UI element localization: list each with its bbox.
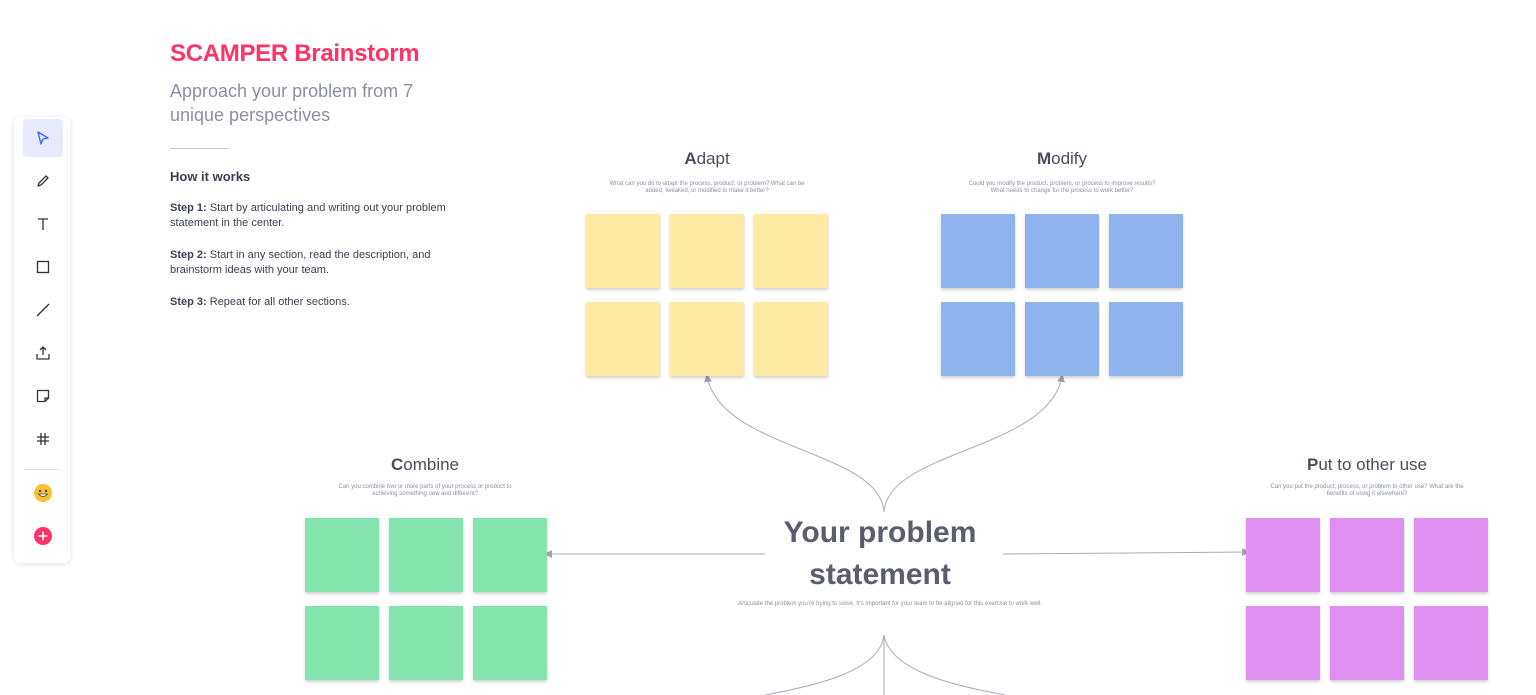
title-rest: ut to other use — [1318, 455, 1428, 474]
adapt-description: What can you do to adapt the process, pr… — [609, 181, 805, 194]
combine-sticky-note-4[interactable] — [305, 606, 379, 680]
adapt-title: Adapt — [607, 149, 807, 169]
modify-sticky-note-5[interactable] — [1025, 302, 1099, 376]
title-initial: A — [684, 149, 697, 168]
modify-sticky-note-6[interactable] — [1109, 302, 1183, 376]
title-rest: odify — [1051, 149, 1088, 168]
put-sticky-note-4[interactable] — [1246, 606, 1320, 680]
put-to-other-use-description: Can you put the product, process, or pro… — [1270, 484, 1464, 497]
board-subtitle: Approach your problem from 7 unique pers… — [170, 81, 414, 125]
sticky-note-tool-button[interactable] — [23, 377, 63, 415]
intro-divider — [170, 148, 229, 149]
title-rest: ombine — [403, 455, 460, 474]
how-it-works-heading: How it works — [170, 169, 251, 184]
combine-description: Can you combine two or more parts of you… — [338, 484, 512, 497]
combine-sticky-note-2[interactable] — [389, 518, 463, 592]
board-title: SCAMPER Brainstorm — [170, 40, 420, 67]
modify-sticky-note-3[interactable] — [1109, 214, 1183, 288]
text-icon — [38, 218, 48, 230]
problem-statement-title[interactable]: Your problem statement — [783, 516, 977, 591]
adapt-sticky-note-4[interactable] — [586, 302, 660, 376]
put-to-other-use-title: Put to other use — [1267, 455, 1467, 475]
hash-icon — [37, 433, 49, 445]
shape-tool-button[interactable] — [23, 248, 63, 286]
select-tool-button[interactable] — [23, 119, 63, 157]
add-tool-button[interactable] — [23, 517, 63, 555]
adapt-sticky-note-3[interactable] — [754, 214, 828, 288]
adapt-sticky-note-1[interactable] — [586, 214, 660, 288]
upload-tool-button[interactable] — [23, 334, 63, 372]
problem-statement-description: Articulate the problem you're trying to … — [738, 601, 1042, 607]
modify-sticky-note-2[interactable] — [1025, 214, 1099, 288]
pen-tool-button[interactable] — [23, 162, 63, 200]
sticky-note-icon — [36, 389, 50, 403]
combine-sticky-note-6[interactable] — [473, 606, 547, 680]
adapt-sticky-note-2[interactable] — [670, 214, 744, 288]
modify-sticky-note-4[interactable] — [941, 302, 1015, 376]
combine-sticky-note-3[interactable] — [473, 518, 547, 592]
cursor-icon — [37, 131, 49, 145]
modify-description: Could you modify the product, problem, o… — [968, 181, 1156, 194]
line-icon — [36, 303, 50, 317]
square-icon — [36, 260, 50, 274]
modify-sticky-note-1[interactable] — [941, 214, 1015, 288]
step-1-text: Step 1: Start by articulating and writin… — [170, 201, 460, 231]
plus-icon — [34, 527, 52, 545]
title-initial: P — [1306, 455, 1319, 474]
put-sticky-note-6[interactable] — [1414, 606, 1488, 680]
emoji-tool-button[interactable] — [23, 474, 63, 512]
title-initial: M — [1036, 149, 1052, 168]
step-3-text: Step 3: Repeat for all other sections. — [170, 295, 460, 310]
step-description: Start by articulating and writing out yo… — [170, 202, 446, 229]
upload-icon — [36, 346, 50, 360]
step-label: Step 2: — [170, 249, 207, 261]
modify-title: Modify — [962, 149, 1162, 169]
step-2-text: Step 2: Start in any section, read the d… — [170, 248, 460, 278]
step-description: Repeat for all other sections. — [206, 296, 350, 308]
combine-sticky-note-5[interactable] — [389, 606, 463, 680]
step-label: Step 3: — [170, 296, 207, 308]
line-tool-button[interactable] — [23, 291, 63, 329]
combine-sticky-note-1[interactable] — [305, 518, 379, 592]
pen-icon — [37, 175, 49, 187]
put-sticky-note-5[interactable] — [1330, 606, 1404, 680]
put-sticky-note-2[interactable] — [1330, 518, 1404, 592]
adapt-sticky-note-6[interactable] — [754, 302, 828, 376]
title-rest: dapt — [696, 149, 730, 168]
text-tool-button[interactable] — [23, 205, 63, 243]
step-description: Start in any section, read the descripti… — [170, 249, 431, 276]
frame-tool-button[interactable] — [23, 420, 63, 458]
smiley-icon — [34, 484, 52, 502]
toolbar-divider — [24, 469, 60, 470]
adapt-sticky-note-5[interactable] — [670, 302, 744, 376]
left-toolbar — [14, 117, 70, 563]
combine-title: Combine — [325, 455, 525, 475]
put-sticky-note-3[interactable] — [1414, 518, 1488, 592]
put-sticky-note-1[interactable] — [1246, 518, 1320, 592]
step-label: Step 1: — [170, 202, 207, 214]
title-initial: C — [390, 455, 404, 474]
